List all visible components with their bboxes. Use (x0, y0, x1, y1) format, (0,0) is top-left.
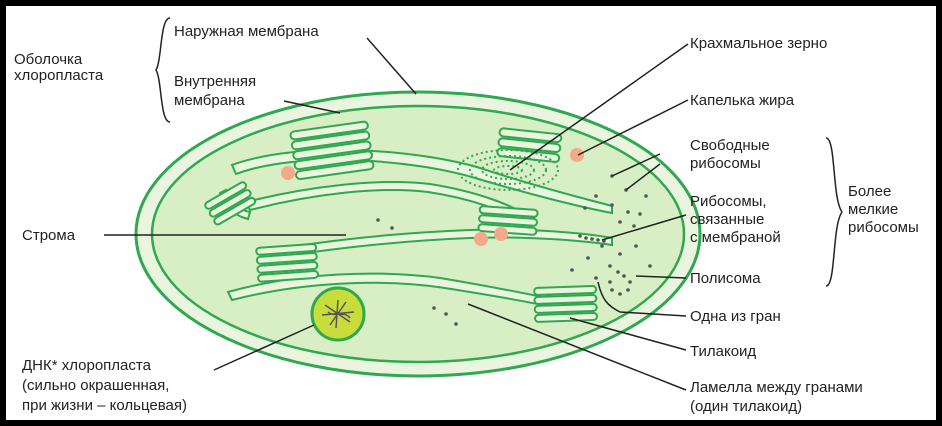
granum-1 (290, 121, 374, 179)
label-starch-grain: Крахмальное зерно (690, 35, 827, 52)
granum-5 (256, 244, 318, 282)
label-lipid-droplet: Капелька жира (690, 92, 795, 109)
label-outer-membrane: Наружная мембрана (174, 23, 319, 40)
label-inner-membrane: Внутренняя мембрана (174, 73, 260, 109)
label-stroma: Строма (22, 227, 76, 244)
label-thylakoid: Тилакоид (690, 343, 756, 360)
label-envelope: Оболочка хлоропласта (14, 51, 104, 84)
label-granum: Одна из гран (690, 308, 781, 325)
label-smaller-ribosomes: Более мелкие рибосомы (848, 183, 919, 236)
dna-nucleoid (312, 288, 364, 340)
lipid-droplet (494, 227, 508, 241)
diagram-panel: Оболочка хлоропласта Наружная мембрана В… (6, 6, 936, 420)
lipid-droplet (474, 232, 488, 246)
label-polysome: Полисома (690, 270, 761, 287)
label-bound-ribosomes: Рибосомы, связанные с мембраной (690, 193, 781, 246)
granum-4 (478, 206, 538, 235)
lipid-droplet (281, 166, 295, 180)
label-free-ribosomes: Свободные рибосомы (690, 137, 774, 172)
chloroplast-diagram: Оболочка хлоропласта Наружная мембрана В… (6, 6, 936, 420)
granum-6 (534, 286, 597, 322)
label-dna: ДНК* хлоропласта (сильно окрашенная, при… (22, 357, 187, 414)
label-lamella: Ламелла между гранами (один тилакоид) (690, 379, 867, 415)
lipid-droplet (570, 148, 584, 162)
